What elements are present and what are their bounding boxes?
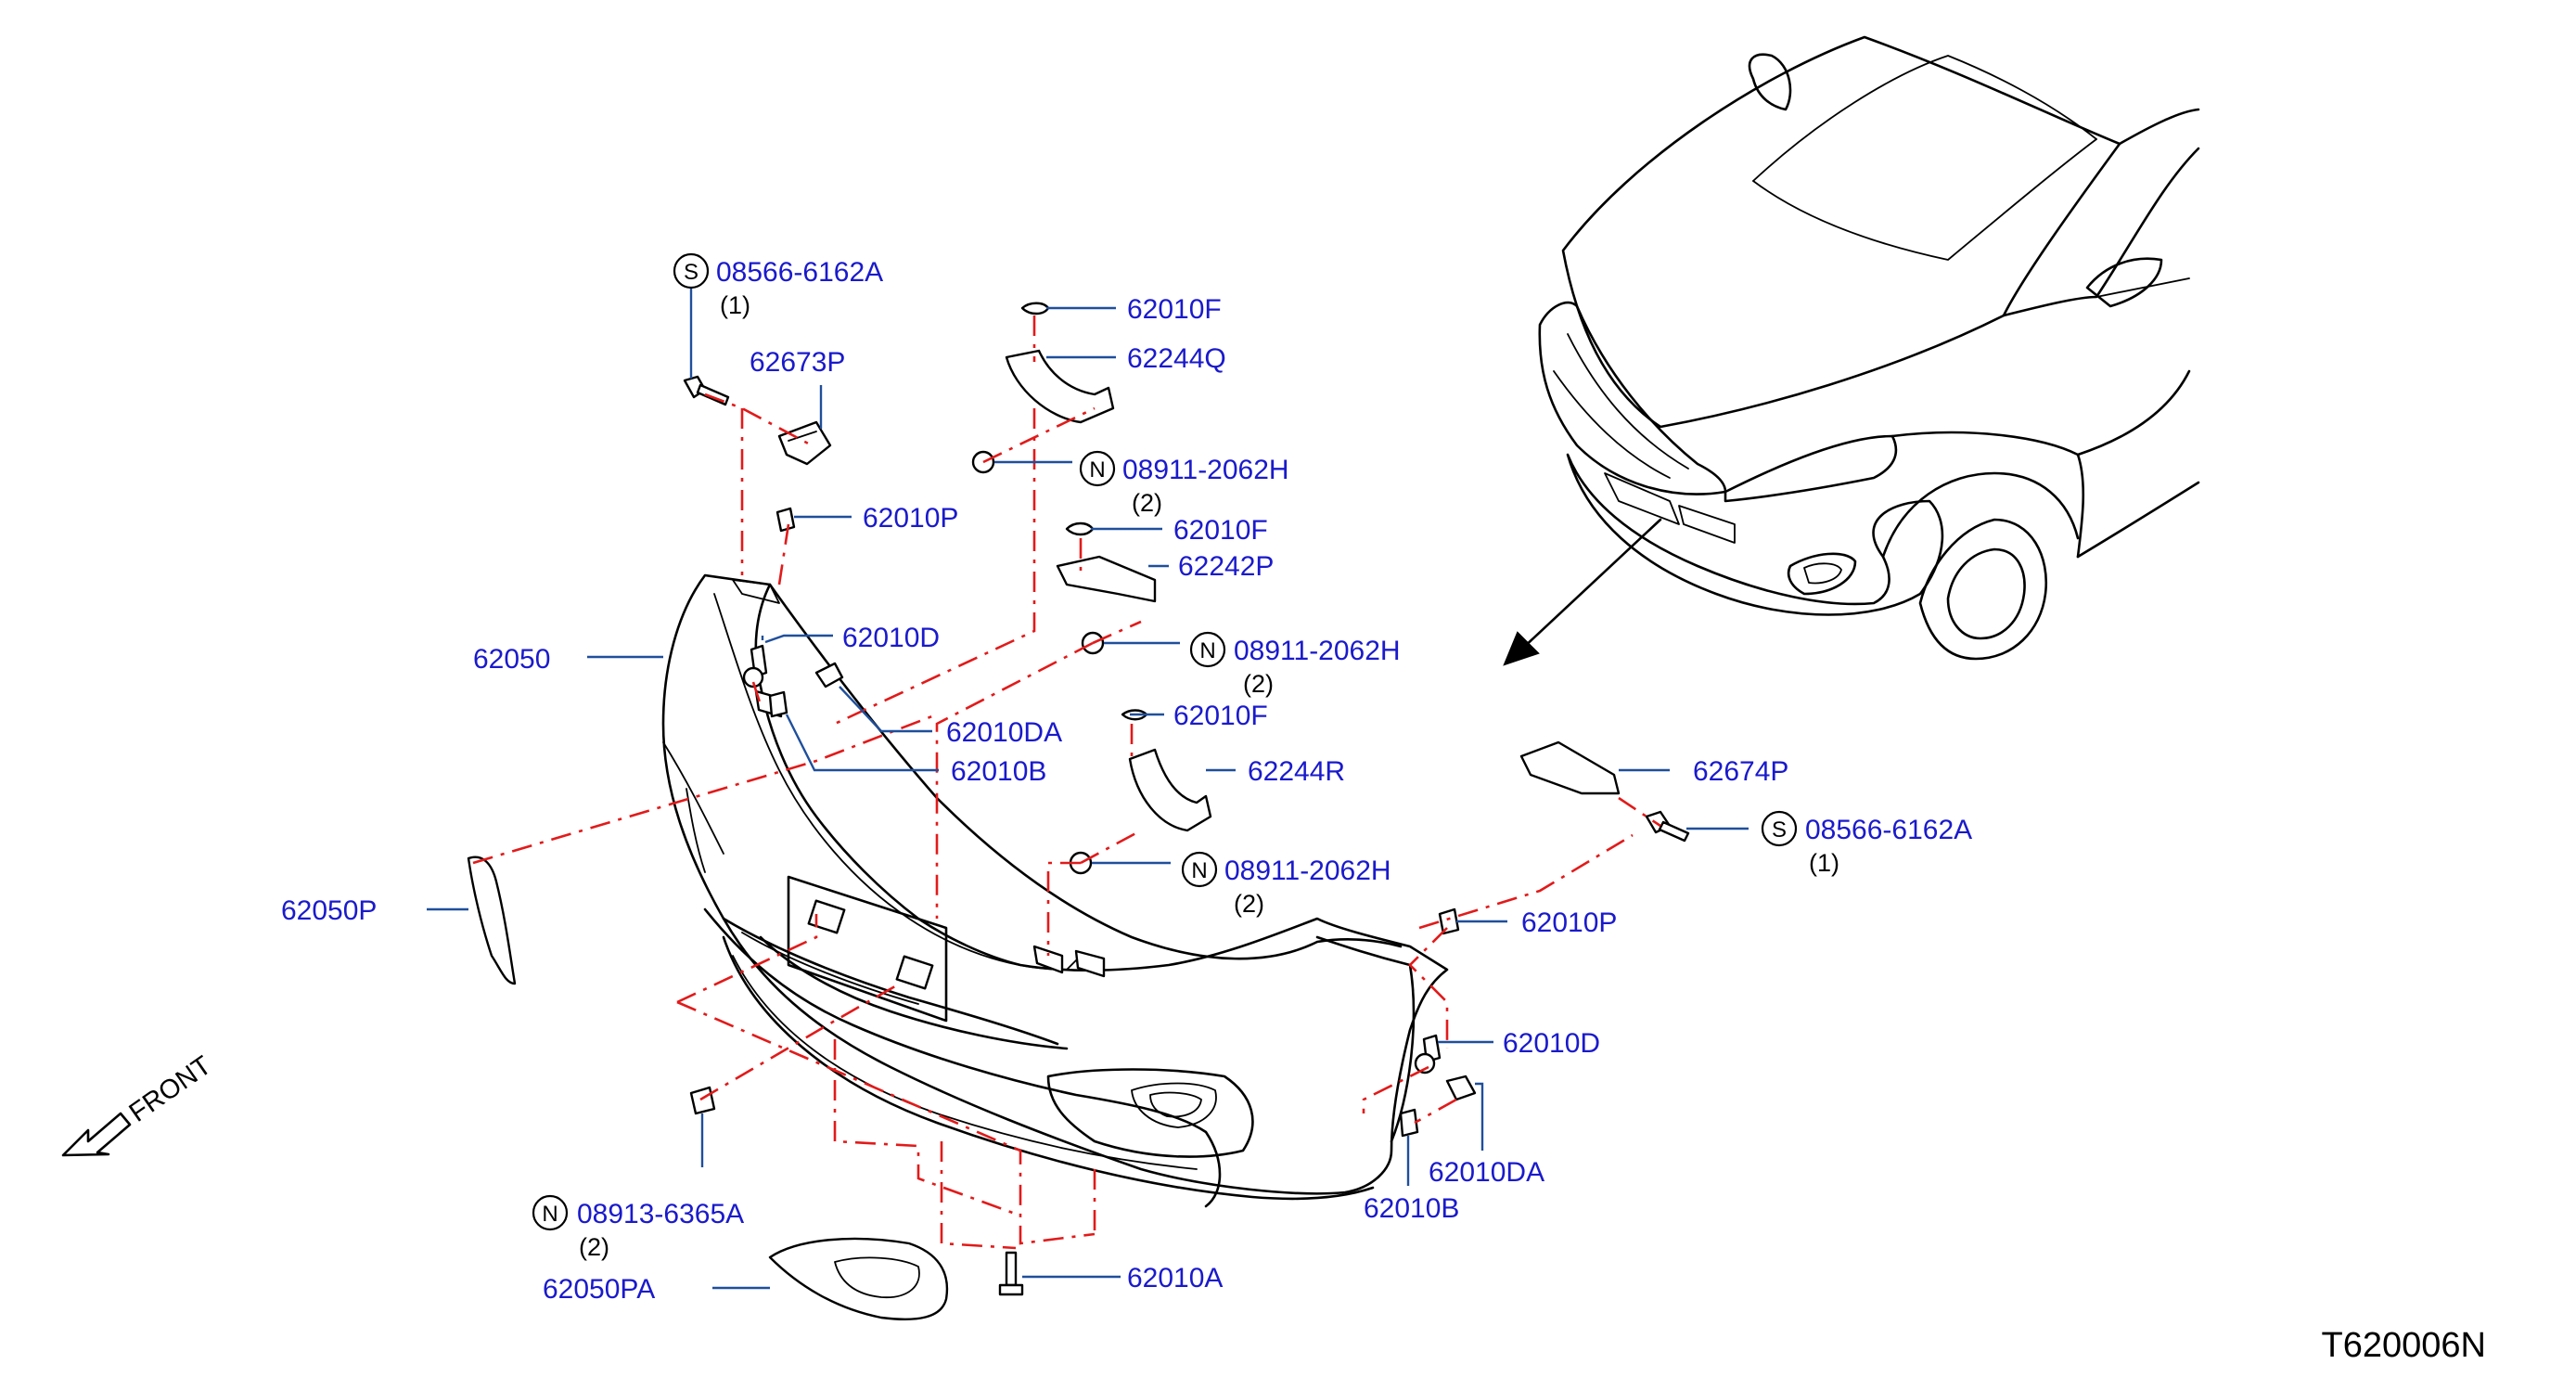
diagram-code: T620006N (2322, 1326, 2486, 1365)
bracket-62244q-icon (1005, 349, 1115, 424)
callout-08913-6365a: N 08913-6365A (2) (532, 1194, 744, 1261)
callout-symbol: N (1191, 858, 1207, 883)
leader-lines (427, 288, 1749, 1290)
part-number-label: 62010F (1173, 515, 1268, 546)
part-number-label: 62050PA (543, 1274, 655, 1305)
callout-08911-2062h-lower: N 08911-2062H (2) (1181, 851, 1391, 918)
part-number-label: 62244R (1248, 756, 1345, 787)
part-number-label: 62010F (1127, 294, 1222, 325)
part-number-label: 62010D (1503, 1028, 1600, 1059)
vehicle-overview-illustration (1503, 35, 2200, 666)
side-cover-62050p-icon (467, 856, 517, 985)
quantity-label: (2) (1243, 670, 1274, 698)
callout-symbol: N (1089, 457, 1105, 483)
callout-symbol: S (684, 260, 698, 285)
clip-62010da-left-icon (814, 662, 844, 688)
small-parts (467, 302, 1690, 1320)
callout-08566-6162a-right: S 08566-6162A (1) (1761, 810, 1972, 877)
clip-62010da-right-icon (1445, 1075, 1477, 1101)
front-direction-indicator: FRONT (61, 1050, 217, 1157)
part-number-label: 08911-2062H (1224, 856, 1391, 886)
part-number-label: 62244Q (1127, 343, 1226, 374)
bolt-08566-right-icon (1645, 810, 1690, 843)
bolt-62010a-icon (998, 1251, 1024, 1296)
part-number-label: 08566-6162A (716, 257, 883, 288)
clip-62010f-top-icon (1020, 302, 1050, 315)
callout-symbol: S (1772, 817, 1787, 843)
quantity-label: (2) (579, 1233, 609, 1261)
quantity-label: (1) (1809, 849, 1839, 877)
quantity-label: (2) (1234, 890, 1264, 918)
quantity-label: (2) (1132, 489, 1162, 517)
bracket-62674p-icon (1519, 740, 1621, 795)
bracket-62673p-icon (777, 420, 832, 466)
clip-62010p-top-icon (775, 507, 796, 533)
part-number-label: 62010DA (1429, 1157, 1544, 1188)
part-number-label: 62673P (750, 347, 845, 378)
nut-08913-icon (689, 1086, 716, 1115)
part-number-label: 62050P (281, 895, 377, 926)
callout-08566-6162a-left: S 08566-6162A (1) (673, 252, 883, 319)
part-number-label: 62674P (1693, 756, 1788, 787)
part-number-label: 62050 (473, 644, 550, 675)
part-number-label: 08911-2062H (1234, 636, 1401, 666)
clip-62010b-right-icon (1399, 1108, 1419, 1138)
part-number-label: 62010D (842, 623, 940, 653)
part-number-label: 62010DA (946, 717, 1062, 748)
quantity-label: (1) (720, 291, 750, 319)
part-number-label: 62010F (1173, 701, 1268, 731)
part-number-label: 62010A (1127, 1263, 1223, 1293)
part-number-label: 08566-6162A (1805, 815, 1972, 845)
bracket-62244r-icon (1128, 748, 1212, 832)
callout-symbol: N (542, 1202, 557, 1227)
part-number-label: 08911-2062H (1122, 455, 1289, 485)
clip-62010p-right-icon (1438, 907, 1460, 935)
callout-symbol: N (1199, 638, 1215, 663)
callout-08911-2062h-top: N 08911-2062H (2) (1079, 450, 1289, 517)
clip-62010b-left-icon (768, 690, 788, 718)
part-number-label: 62242P (1178, 551, 1274, 582)
part-number-label: 08913-6365A (577, 1199, 744, 1229)
front-bumper-fascia-illustration (661, 573, 1449, 1208)
part-number-label: 62010P (863, 503, 958, 534)
front-label: FRONT (124, 1050, 217, 1128)
part-number-label: 62010P (1521, 907, 1617, 938)
assembly-lines (472, 315, 1661, 1250)
fog-lamp-bezel-62050pa-icon (768, 1237, 949, 1320)
part-number-label: 62010B (1364, 1193, 1459, 1224)
clip-62010f-mid-icon (1065, 521, 1095, 536)
callout-08911-2062h-mid: N 08911-2062H (2) (1189, 631, 1401, 698)
part-number-label: 62010B (951, 756, 1046, 787)
bracket-62242p-icon (1056, 555, 1157, 603)
